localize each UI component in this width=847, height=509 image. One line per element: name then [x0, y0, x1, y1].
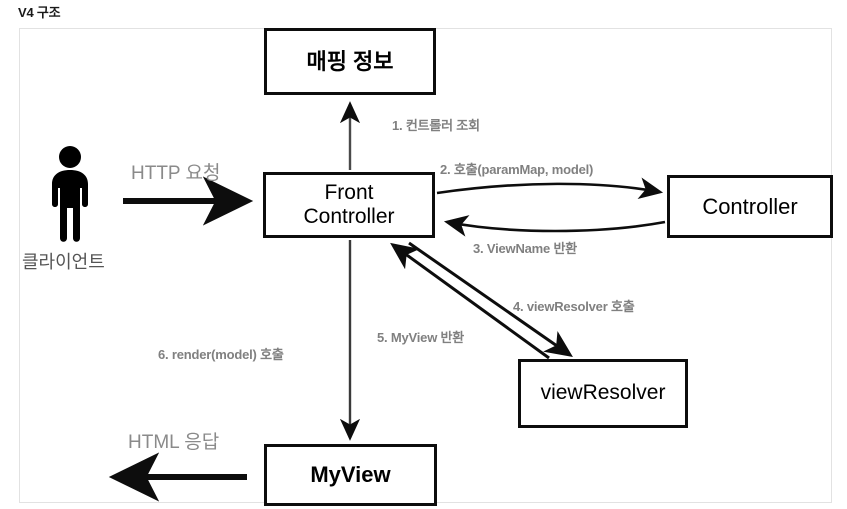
node-front-controller-label-line1: Front	[324, 180, 374, 204]
node-front-controller-label-line2: Controller	[303, 205, 395, 228]
node-myview-label: MyView	[310, 462, 391, 488]
edge-label-html-response: HTML 응답	[128, 432, 220, 453]
node-mapping-info-label: 매핑 정보	[306, 48, 394, 74]
edge-label-step-5: 5. MyView 반환	[377, 330, 465, 345]
page-title: V4 구조	[18, 5, 61, 20]
node-controller-label: Controller	[702, 193, 798, 219]
edge-label-http-request: HTTP 요청	[131, 163, 221, 184]
node-mapping-info[interactable]: 매핑 정보	[264, 28, 436, 95]
edge-label-step-4: 4. viewResolver 호출	[513, 299, 635, 314]
client-caption: 클라이언트	[22, 252, 105, 272]
node-view-resolver[interactable]: viewResolver	[518, 359, 688, 428]
node-myview[interactable]: MyView	[264, 444, 437, 506]
person-icon	[52, 146, 88, 242]
edge-label-step-2: 2. 호출(paramMap, model)	[440, 162, 594, 177]
edge-label-step-1: 1. 컨트롤러 조회	[392, 118, 480, 133]
node-front-controller-label: Front Controller	[266, 181, 432, 229]
node-controller[interactable]: Controller	[667, 175, 833, 238]
edge-label-step-3: 3. ViewName 반환	[473, 241, 577, 256]
node-front-controller[interactable]: Front Controller	[263, 172, 435, 238]
node-view-resolver-label: viewResolver	[540, 381, 666, 405]
edge-label-step-6: 6. render(model) 호출	[158, 347, 284, 362]
